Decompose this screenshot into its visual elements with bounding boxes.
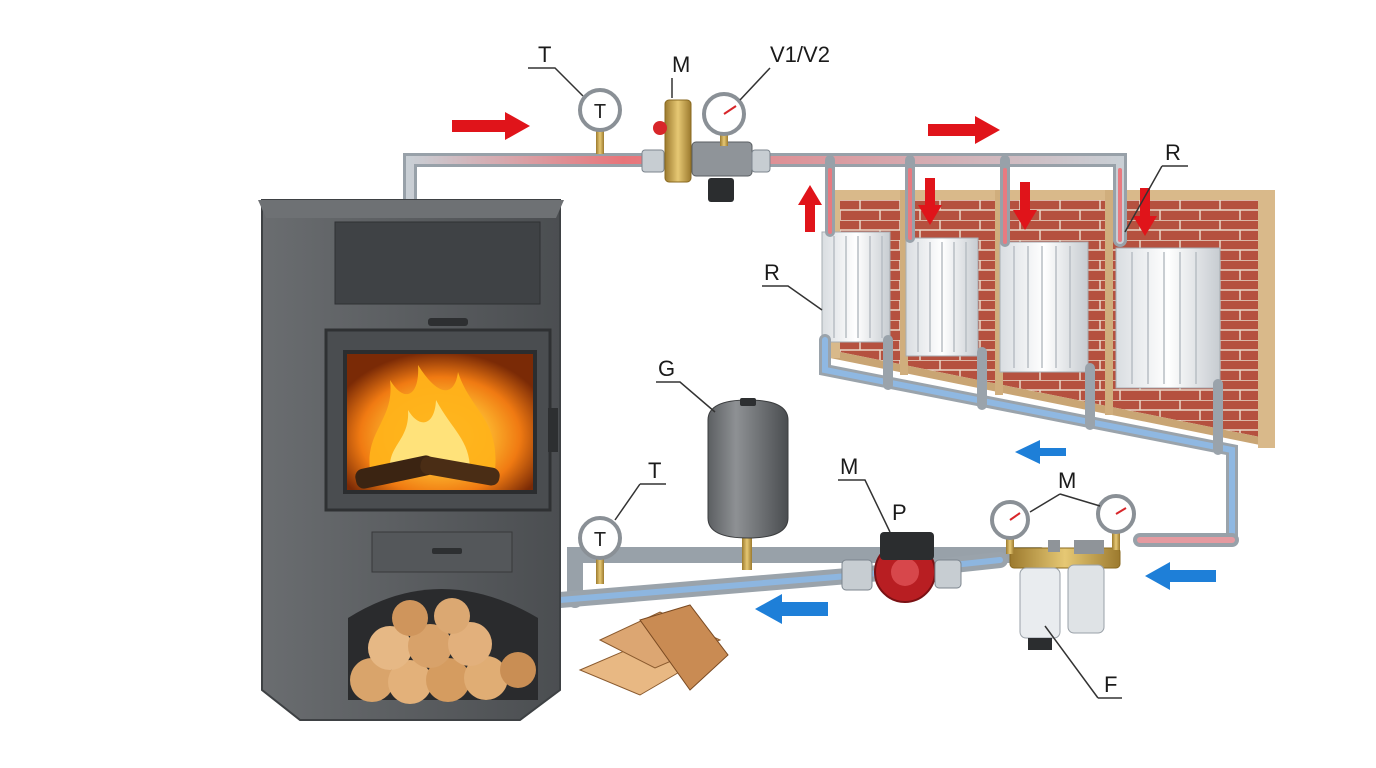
thermometer-top-gauge: T: [578, 88, 622, 154]
mixing-valve-assembly: [641, 99, 771, 202]
label-pump: P: [892, 500, 907, 525]
wood-stove: [258, 199, 564, 721]
arrow-up-icon: [798, 185, 822, 232]
fire-door-handle: [548, 408, 558, 452]
component-labels: T M V1/V2 R R G T M M P F: [538, 42, 1181, 697]
circulation-pump: [841, 532, 962, 603]
return-manifold-pipe: [819, 334, 1238, 546]
thermometer-bottom-gauge: T: [578, 516, 622, 584]
pressure-gauge-bottom-right: [1096, 494, 1136, 550]
label-mixing-valve: M: [672, 52, 690, 77]
pressure-gauge-top: [702, 92, 746, 146]
ash-drawer-handle: [432, 548, 462, 554]
valve-handle-red: [653, 121, 667, 135]
label-manometer-bottom: M: [840, 454, 858, 479]
filters: [1009, 540, 1121, 650]
label-filter: F: [1104, 672, 1117, 697]
firewood-pile: [578, 604, 729, 696]
label-valves: V1/V2: [770, 42, 830, 67]
expansion-tank: [707, 398, 789, 570]
arrow-right-icon: [928, 116, 1000, 144]
label-thermometer-top: T: [538, 42, 551, 67]
arrow-left-icon: [755, 594, 828, 624]
flames: [369, 365, 496, 470]
label-radiator-left: R: [764, 260, 780, 285]
radiator-4: [1115, 247, 1221, 389]
radiators: [821, 231, 1221, 389]
label-expansion-tank: G: [658, 356, 675, 381]
pressure-gauge-bottom-left: [990, 500, 1030, 554]
leader-lines: [528, 67, 1188, 699]
arrow-down-icon: [918, 178, 942, 225]
label-manometers-filters: M: [1058, 468, 1076, 493]
stored-logs: [350, 598, 536, 704]
cold-flow-arrows: [755, 440, 1216, 624]
arrow-down-icon: [1133, 188, 1157, 236]
gauges: T T: [578, 88, 1136, 584]
radiator-3: [999, 241, 1089, 373]
label-radiator-top: R: [1165, 140, 1181, 165]
label-thermometer-bottom: T: [648, 458, 661, 483]
svg-text:T: T: [594, 529, 606, 551]
top-door-handle: [428, 318, 468, 326]
radiator-2: [905, 237, 979, 357]
svg-text:T: T: [594, 101, 606, 123]
arrow-left-icon: [1145, 562, 1216, 590]
arrow-left-icon: [1015, 440, 1066, 464]
arrow-down-icon: [1013, 182, 1037, 230]
radiator-1: [821, 231, 891, 343]
burning-logs: [355, 455, 500, 489]
arrow-right-icon: [452, 112, 530, 140]
hot-flow-arrows: [452, 112, 1157, 236]
